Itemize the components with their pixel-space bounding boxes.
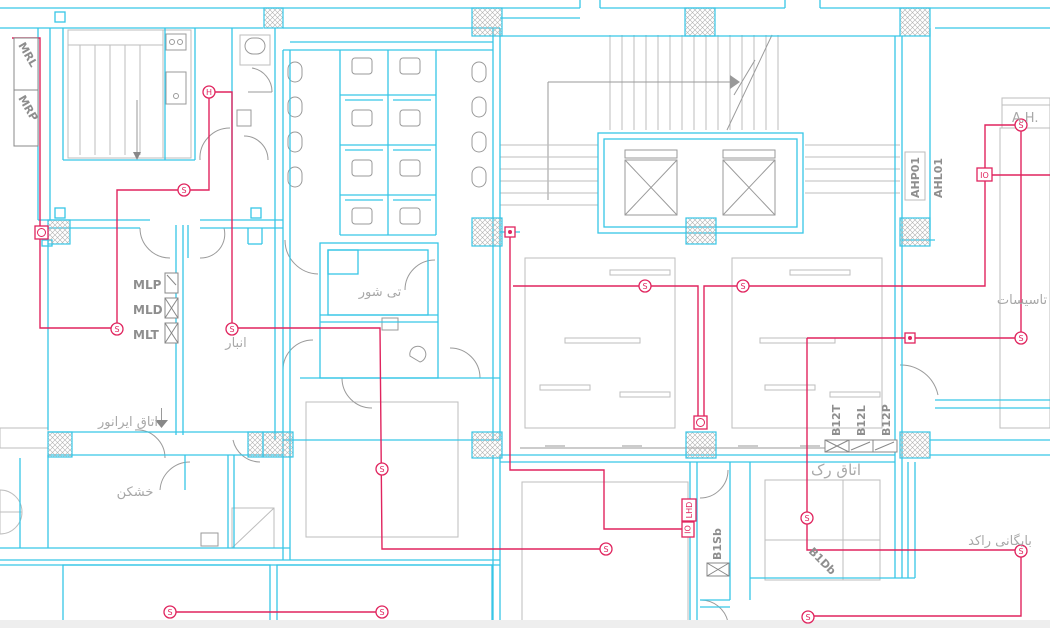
heater-symbol: H xyxy=(202,85,216,99)
switch-symbol: S xyxy=(225,322,239,336)
switch-symbol: S xyxy=(638,279,652,293)
column xyxy=(899,431,931,459)
lhd-box: LHD xyxy=(681,498,697,522)
outlet-point-icon xyxy=(504,226,516,238)
mlt-label: MLT xyxy=(133,328,160,342)
switch-symbol: S xyxy=(375,462,389,476)
mld-label: MLD xyxy=(133,303,163,317)
junction-box-icon xyxy=(693,415,708,430)
ahp01-label: AHP01 xyxy=(909,157,922,198)
io-box: IO xyxy=(681,521,695,538)
symbols-layer: S S S S S S S S S S S S S S H xyxy=(34,85,1028,624)
column xyxy=(471,431,503,459)
switch-symbol: S xyxy=(110,322,124,336)
column xyxy=(262,431,294,458)
svg-text:S: S xyxy=(379,465,384,474)
columns-layer xyxy=(47,7,931,459)
restroom-stalls xyxy=(287,57,487,225)
switch-symbol: S xyxy=(1014,544,1028,558)
svg-text:S: S xyxy=(1018,121,1023,130)
ahp-box xyxy=(904,151,926,201)
column xyxy=(263,7,284,29)
switch-symbol: S xyxy=(736,279,750,293)
toilet-icon xyxy=(244,37,266,55)
column xyxy=(247,431,264,458)
column xyxy=(685,431,717,459)
fixtures-layer xyxy=(0,29,1050,623)
svg-text:S: S xyxy=(1018,547,1023,556)
switch-symbol: S xyxy=(375,605,389,619)
room-janitor: تی شور xyxy=(358,285,402,300)
mlp-label: MLP xyxy=(133,278,162,292)
ahl01-label: AHL01 xyxy=(932,158,945,198)
svg-text:S: S xyxy=(229,325,234,334)
svg-text:S: S xyxy=(740,282,745,291)
kitchenette xyxy=(162,29,192,159)
b12l-label: B12L xyxy=(855,405,868,436)
mlp-box xyxy=(164,272,179,294)
switch-symbol: S xyxy=(177,183,191,197)
room-ahu: A.H. xyxy=(1012,111,1038,126)
column xyxy=(47,219,71,245)
room-storage: انبار xyxy=(224,336,246,351)
sink-fixture xyxy=(381,317,399,331)
panel-labels: MRL MRP MLP MLD MLT AHP01 AHL01 B1Sb B1D… xyxy=(13,37,945,578)
svg-text:S: S xyxy=(181,186,186,195)
svg-text:S: S xyxy=(603,545,608,554)
elevator-shaft xyxy=(624,149,776,216)
io-box: IO xyxy=(976,167,993,182)
room-rack: اتاق رک xyxy=(811,461,861,479)
column xyxy=(899,7,931,37)
stair-main xyxy=(500,34,900,206)
svg-text:S: S xyxy=(1018,334,1023,343)
svg-text:IO: IO xyxy=(684,525,693,534)
svg-text:S: S xyxy=(167,608,172,617)
room-facilities: تاسیسات xyxy=(997,293,1048,308)
column xyxy=(684,7,716,37)
switch-symbol: S xyxy=(1014,331,1028,345)
svg-text:LHD: LHD xyxy=(685,502,694,519)
rack-cabinet xyxy=(764,479,881,581)
mr-panel-board xyxy=(13,37,39,147)
column xyxy=(471,7,503,37)
svg-text:IO: IO xyxy=(980,171,989,180)
sink-icon xyxy=(236,109,252,127)
room-archive: بایگانی راکد xyxy=(968,533,1032,549)
svg-text:H: H xyxy=(206,88,212,97)
b12p-label: B12P xyxy=(880,404,893,436)
stair-left xyxy=(67,29,164,160)
room-dryer: خشکن xyxy=(117,485,154,500)
column xyxy=(899,217,931,247)
switch-symbol: S xyxy=(800,511,814,525)
room-ironing: اتاق ایرانور xyxy=(97,415,158,430)
svg-text:S: S xyxy=(114,325,119,334)
column xyxy=(47,431,73,458)
b1sb-label: B1Sb xyxy=(711,528,724,560)
svg-text:S: S xyxy=(379,608,384,617)
door-swings xyxy=(134,67,939,623)
junction-box-icon xyxy=(34,225,49,240)
small-box xyxy=(200,532,219,547)
switch-symbol: S xyxy=(801,610,815,624)
room-labels: اتاق ایرانور خشکن انبار تی شور اتاق رک ت… xyxy=(97,111,1047,549)
svg-text:S: S xyxy=(642,282,647,291)
svg-text:S: S xyxy=(805,613,810,622)
switch-symbol: S xyxy=(1014,118,1028,132)
b12t-label: B12T xyxy=(830,404,843,436)
svg-text:S: S xyxy=(804,514,809,523)
outlet-point-icon xyxy=(904,332,916,344)
switch-symbol: S xyxy=(163,605,177,619)
wc-fixture xyxy=(239,34,271,66)
column xyxy=(471,217,503,247)
column xyxy=(685,217,717,245)
switch-symbol: S xyxy=(599,542,613,556)
